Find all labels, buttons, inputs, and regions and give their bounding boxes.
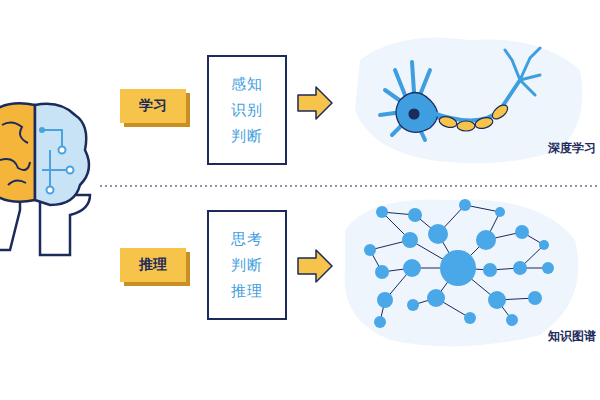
graph-node	[440, 250, 476, 286]
graph-node	[377, 292, 393, 308]
graph-node	[375, 265, 389, 279]
graph-node	[407, 299, 419, 311]
block-arrow	[298, 250, 332, 282]
graph-node	[483, 263, 497, 277]
block-arrow	[298, 87, 332, 119]
graph-node	[476, 230, 496, 250]
graph-node	[427, 289, 445, 307]
graph-node	[539, 240, 549, 250]
graph-node	[488, 291, 506, 309]
tag-text: 学习	[139, 97, 167, 115]
illustration-label: 知识图谱	[548, 328, 596, 345]
bg-blob	[345, 199, 579, 346]
graph-node	[376, 206, 388, 218]
graph-node	[515, 225, 529, 239]
graph-node	[364, 244, 376, 256]
graph-node	[542, 262, 554, 274]
graph-node	[374, 316, 386, 328]
graph-node	[513, 261, 527, 275]
tag-text: 推理	[139, 256, 167, 274]
ability-box: 感知 识别 判断	[207, 55, 287, 165]
ability-box: 思考 判断 推理	[207, 210, 287, 320]
category-tag: 学习	[120, 89, 186, 123]
graph-node	[408, 208, 422, 222]
graph-node	[528, 291, 542, 305]
graph-node	[464, 312, 476, 324]
divider	[100, 186, 600, 187]
illustration-label: 深度学习	[548, 140, 596, 157]
ability-text: 思考 判断 推理	[230, 226, 265, 305]
category-tag: 推理	[120, 248, 186, 282]
graph-node	[402, 232, 418, 248]
graph-node	[459, 199, 471, 211]
neuron	[380, 48, 540, 140]
graph-node	[403, 259, 421, 277]
knowledge-graph	[364, 199, 554, 328]
brain-head	[0, 103, 90, 255]
graph-node	[495, 207, 505, 217]
graph-node	[428, 224, 448, 244]
graph-node	[506, 314, 518, 326]
ability-text: 感知 识别 判断	[230, 71, 265, 150]
